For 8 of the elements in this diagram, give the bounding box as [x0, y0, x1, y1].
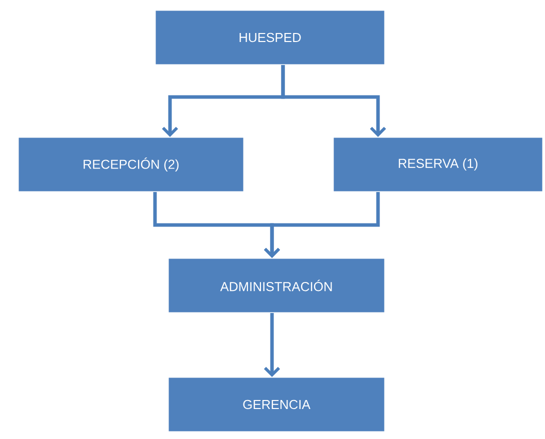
process-box: HUESPED: [154, 9, 386, 66]
arrow: [264, 192, 380, 258]
arrow: [281, 65, 386, 137]
arrow: [264, 313, 280, 377]
process-box: RECEPCIÓN (2): [17, 136, 245, 193]
process-box: RESERVA (1): [332, 136, 544, 193]
process-box: GERENCIA: [167, 376, 386, 433]
process-box: ADMINISTRACIÓN: [167, 257, 386, 314]
